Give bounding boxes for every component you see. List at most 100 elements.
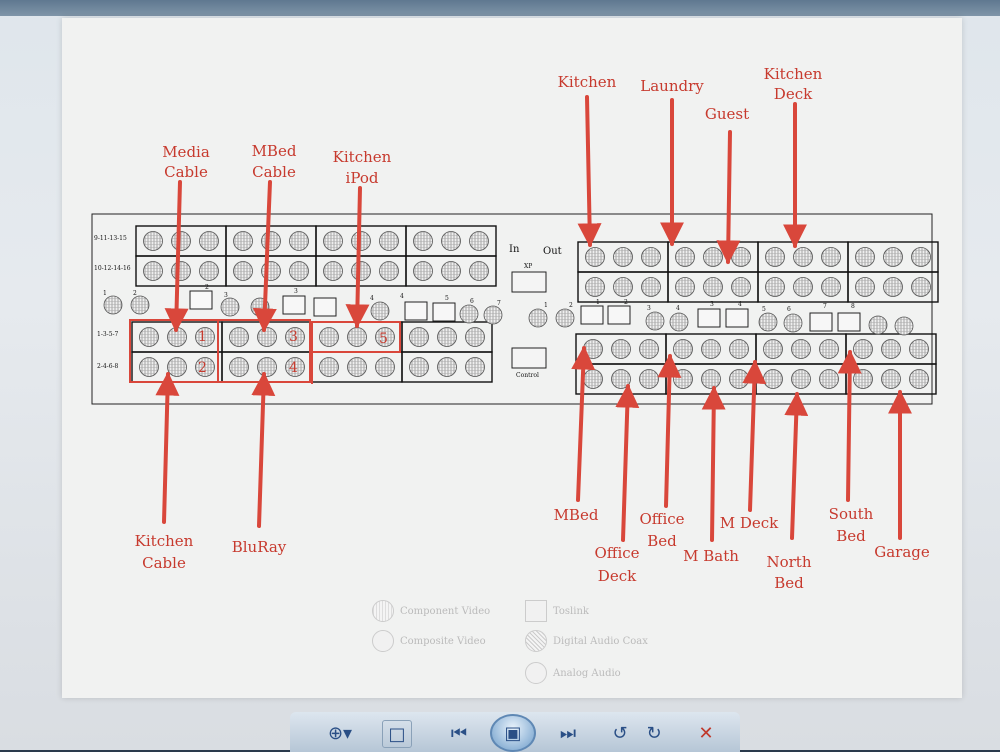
jack-port — [171, 261, 191, 281]
jack-port — [911, 247, 931, 267]
component-video-icon — [372, 600, 394, 622]
fit-icon[interactable]: □ — [382, 720, 412, 748]
legend-composite-video-label: Composite Video — [400, 635, 486, 647]
jack-port — [139, 357, 159, 377]
jack-port — [855, 277, 875, 297]
toslink-port — [607, 305, 631, 325]
port-number: 3 — [224, 292, 228, 299]
jack-port — [639, 339, 659, 359]
jack-port — [763, 339, 783, 359]
port-number: 3 — [294, 288, 298, 295]
slideshow-icon[interactable]: ▣ — [490, 714, 536, 752]
jack-port — [703, 277, 723, 297]
port-number: 1 — [103, 290, 107, 297]
jack-port — [319, 357, 339, 377]
row-label-9-15: 9-11-13-15 — [94, 235, 127, 242]
toslink-port — [189, 290, 213, 310]
jack-port — [289, 261, 309, 281]
legend-component-video: Component Video — [372, 600, 490, 622]
coax-port — [483, 305, 503, 325]
legend-digital-audio-coax-label: Digital Audio Coax — [553, 635, 648, 647]
callout-arrow — [251, 371, 276, 528]
jack-port — [195, 357, 215, 377]
previous-icon[interactable]: ⏮ — [450, 722, 468, 744]
jack-section — [405, 255, 497, 287]
port-number: 7 — [823, 303, 827, 310]
port-number: 2 — [133, 290, 137, 297]
box-number-4: 4 — [289, 360, 298, 376]
box-number-2: 2 — [198, 360, 207, 376]
jack-port — [233, 231, 253, 251]
jack-port — [883, 247, 903, 267]
box-number-1: 1 — [198, 329, 207, 345]
jack-port — [583, 339, 603, 359]
jack-port — [909, 369, 929, 389]
jack-port — [793, 247, 813, 267]
legend-analog-audio: Analog Audio — [525, 662, 621, 684]
digital-audio-coax-icon — [525, 630, 547, 652]
out-label: Out — [543, 246, 562, 257]
callout-m-bath: M Bath — [683, 547, 739, 565]
toslink-port — [725, 308, 749, 328]
jack-port — [347, 327, 367, 347]
jack-port — [347, 357, 367, 377]
jack-port — [881, 369, 901, 389]
port-number: 4 — [370, 295, 374, 302]
legend-component-video-label: Component Video — [400, 605, 491, 617]
zoom-icon[interactable]: ⊕▾ — [327, 722, 353, 744]
callout-arrow — [577, 95, 602, 248]
xp-port — [511, 271, 547, 293]
jack-port — [323, 231, 343, 251]
right-upper-module — [577, 241, 939, 303]
port-number: 1 — [596, 299, 600, 306]
jack-port — [729, 369, 749, 389]
callout-mbed: MBed — [554, 506, 599, 524]
coax-port — [103, 295, 123, 315]
jack-port — [731, 277, 751, 297]
jack-port — [413, 261, 433, 281]
port-number: 6 — [470, 298, 474, 305]
jack-port — [819, 369, 839, 389]
jack-port — [379, 261, 399, 281]
legend-toslink: Toslink — [525, 600, 589, 622]
right-lower-module — [575, 333, 937, 395]
jack-port — [853, 339, 873, 359]
coax-port — [130, 295, 150, 315]
jack-port — [793, 277, 813, 297]
box-number-5: 5 — [379, 331, 388, 347]
control-label: Control — [516, 372, 539, 379]
jack-port — [167, 357, 187, 377]
jack-port — [819, 339, 839, 359]
next-icon[interactable]: ⏭ — [559, 722, 577, 744]
rotate-ccw-icon[interactable]: ↺ — [612, 722, 628, 744]
jack-port — [285, 357, 305, 377]
toslink-port — [697, 308, 721, 328]
legend-analog-audio-label: Analog Audio — [553, 667, 621, 679]
callout-arrow — [657, 353, 682, 508]
jack-port — [413, 231, 433, 251]
callout-arrow — [615, 383, 640, 542]
jack-port — [821, 277, 841, 297]
legend-composite-video: Composite Video — [372, 630, 486, 652]
callout-laundry: Laundry — [640, 77, 704, 95]
callout-arrow — [252, 180, 277, 333]
toslink-icon — [525, 600, 547, 622]
jack-port — [791, 369, 811, 389]
jack-port — [285, 327, 305, 347]
toslink-port — [282, 295, 306, 315]
jack-port — [883, 277, 903, 297]
rotate-cw-icon[interactable]: ↻ — [646, 722, 662, 744]
delete-icon[interactable]: ✕ — [698, 722, 714, 744]
jack-port — [639, 369, 659, 389]
callout-arrow — [155, 371, 180, 524]
callout-guest: Guest — [705, 105, 749, 123]
jack-port — [791, 339, 811, 359]
jack-port — [911, 277, 931, 297]
jack-port — [261, 231, 281, 251]
coax-port — [528, 308, 548, 328]
xp-label: XP — [524, 263, 532, 270]
